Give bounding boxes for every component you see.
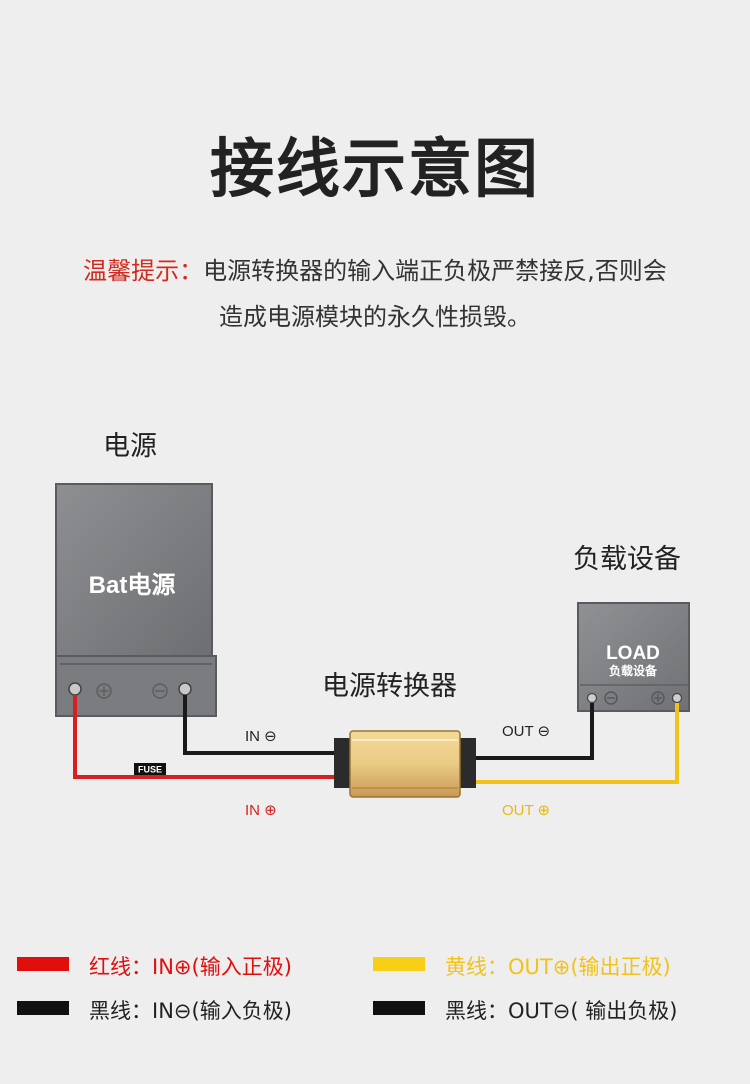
notice-label: 温馨提示： — [83, 257, 204, 285]
label-in-neg: IN ⊖ — [245, 728, 277, 745]
fuse-label: FUSE — [138, 765, 162, 775]
notice-line-1: 温馨提示：电源转换器的输入端正负极严禁接反,否则会 — [0, 248, 750, 294]
black-wire-out — [462, 703, 594, 760]
legend-yellow: 黄线：OUT⊕(输出正极) — [445, 955, 671, 979]
load-minus-mark — [604, 691, 618, 705]
notice-text-1: 电源转换器的输入端正负极严禁接反,否则会 — [203, 257, 667, 285]
label-in-pos: IN ⊕ — [245, 802, 277, 819]
battery-text: Bat电源 — [89, 572, 176, 599]
load-positive-terminal — [671, 692, 683, 704]
label-out-neg: OUT ⊖ — [502, 723, 550, 740]
legend-black-in: 黑线：IN⊖(输入负极) — [89, 999, 292, 1023]
black-wire-in — [183, 695, 340, 755]
load-plus-mark — [651, 691, 665, 705]
converter-box — [334, 730, 476, 798]
load-text-2: 负载设备 — [609, 663, 658, 678]
label-out-pos: OUT ⊕ — [502, 802, 550, 819]
legend-swatch-black-out — [373, 1001, 425, 1015]
notice-line-2: 造成电源模块的永久性损毁。 — [219, 303, 531, 331]
page-title: 接线示意图 — [210, 133, 540, 207]
load-label: 负载设备 — [573, 544, 681, 575]
battery-positive-terminal — [68, 682, 82, 696]
source-label: 电源 — [103, 431, 157, 462]
legend-swatch-red — [17, 957, 69, 971]
battery-box: Bat电源 — [55, 483, 217, 717]
battery-negative-terminal — [178, 682, 192, 696]
legend-swatch-yellow — [373, 957, 425, 971]
battery-plus-mark — [96, 683, 112, 699]
legend-red: 红线：IN⊕(输入正极) — [89, 955, 292, 979]
legend-black-out: 黑线：OUT⊖( 输出负极) — [445, 999, 678, 1023]
yellow-wire-out — [462, 703, 679, 784]
converter-label: 电源转换器 — [322, 671, 457, 702]
load-negative-terminal — [586, 692, 598, 704]
load-box: LOAD 负载设备 — [577, 602, 690, 712]
red-wire-in — [73, 695, 340, 779]
battery-minus-mark — [152, 683, 168, 699]
fuse — [134, 763, 166, 775]
legend-swatch-black-in — [17, 1001, 69, 1015]
load-text-1: LOAD — [606, 643, 660, 664]
notice: 温馨提示：电源转换器的输入端正负极严禁接反,否则会 造成电源模块的永久性损毁。 — [0, 248, 750, 340]
